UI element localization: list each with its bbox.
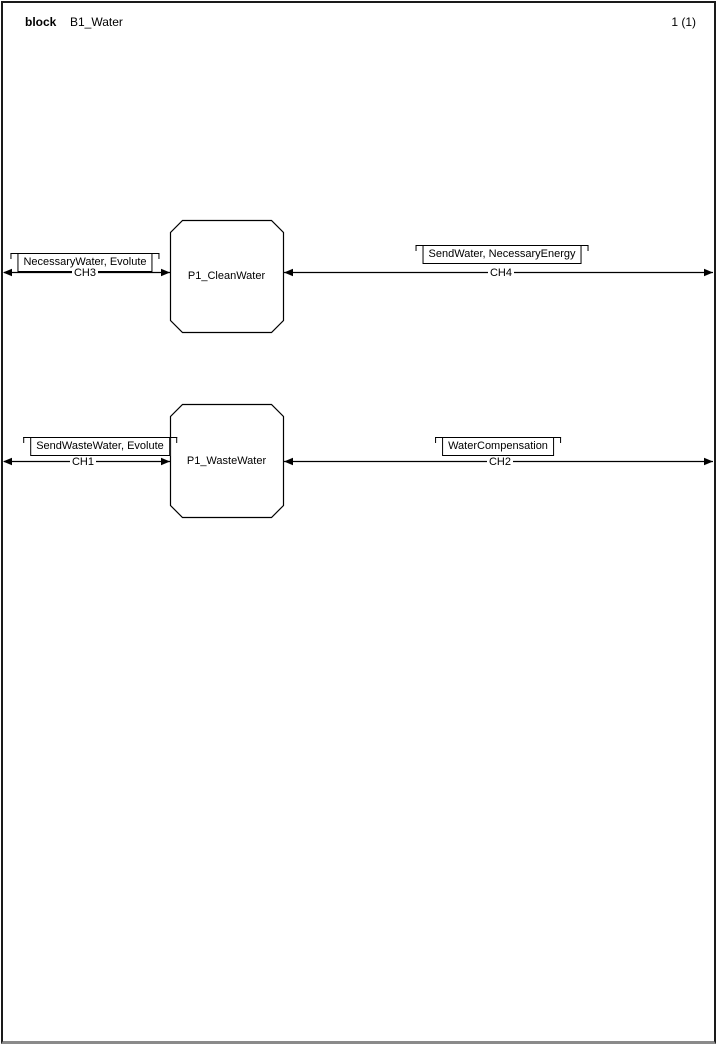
page-number: 1 (1) — [671, 15, 696, 29]
signal-list-ch2[interactable]: WaterCompensation — [435, 437, 561, 456]
process-shape-clean-water[interactable] — [169, 219, 285, 334]
process-shape-waste-water[interactable] — [169, 403, 285, 519]
arrowhead-left-icon — [3, 457, 12, 466]
arrowhead-right-icon — [704, 457, 713, 466]
channel-id-ch2[interactable]: CH2 — [486, 456, 514, 468]
diagram-kind-label: block — [25, 15, 57, 29]
diagram-title: B1_Water — [70, 15, 123, 29]
signal-list-ch4[interactable]: SendWater, NecessaryEnergy — [415, 245, 589, 264]
arrowhead-left-icon — [284, 457, 293, 466]
process-name-waste-water[interactable]: P1_WasteWater — [186, 454, 267, 467]
arrowhead-right-icon — [161, 268, 170, 277]
channel-id-ch4[interactable]: CH4 — [487, 267, 515, 279]
arrowhead-left-icon — [3, 268, 12, 277]
signal-list-ch3[interactable]: NecessaryWater, Evolute — [10, 253, 160, 272]
signal-list-ch1[interactable]: SendWasteWater, Evolute — [23, 437, 177, 456]
arrowhead-right-icon — [161, 457, 170, 466]
process-name-clean-water[interactable]: P1_CleanWater — [187, 270, 266, 282]
arrowhead-left-icon — [284, 268, 293, 277]
channel-id-ch1[interactable]: CH1 — [69, 456, 97, 468]
channel-id-ch3[interactable]: CH3 — [71, 267, 99, 279]
arrowhead-right-icon — [704, 268, 713, 277]
